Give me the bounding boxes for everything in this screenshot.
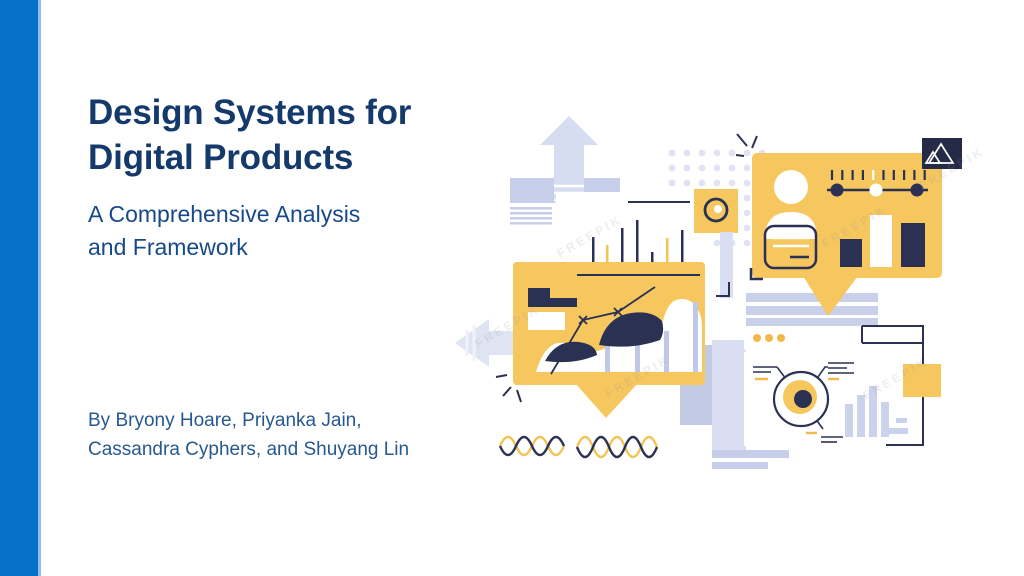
eye-target-icon [772, 370, 830, 428]
accent-bar-edge [38, 0, 41, 576]
accent-bar [0, 0, 38, 576]
byline-line-2: Cassandra Cyphers, and Shuyang Lin [88, 439, 410, 460]
bubble-corner-bracket [749, 268, 763, 281]
speech-bubble-profile [749, 153, 942, 316]
donut-badge-icon [694, 189, 738, 233]
corner-bracket [716, 282, 730, 297]
slider-ticks [830, 170, 926, 180]
triangle-logo-badge [922, 138, 962, 169]
mini-bar-chart [845, 386, 908, 437]
byline: By Bryony Hoare, Priyanka Jain, Cassandr… [88, 406, 508, 464]
subtitle-line-2: and Framework [88, 234, 248, 260]
title-line-1: Design Systems for [88, 93, 412, 132]
panel-bars [605, 302, 698, 372]
subtitle-line-1: A Comprehensive Analysis [88, 201, 361, 227]
trend-line-chart [550, 286, 656, 375]
sparkle-marks-top [735, 133, 758, 157]
page-title: Design Systems for Digital Products [88, 90, 488, 180]
thin-bar-chart [556, 192, 708, 266]
browser-window-bar [744, 326, 882, 351]
sparkle-marks-bottom [495, 374, 522, 403]
eye-target-card [744, 352, 908, 446]
sine-wave-strands [498, 435, 659, 459]
hero-illustration: FREEPIK FREEPIK FREEPIK FREEPIK FREEPIK … [455, 116, 987, 469]
column-bar-chart [840, 215, 925, 267]
slider-control [827, 183, 928, 197]
title-line-2: Digital Products [88, 138, 354, 177]
id-card-icon [763, 224, 818, 270]
speech-bubble-trend-chart [513, 262, 705, 418]
subtitle: A Comprehensive Analysis and Framework [88, 198, 488, 264]
byline-line-1: By Bryony Hoare, Priyanka Jain, [88, 410, 362, 431]
leaf-shapes [545, 312, 664, 363]
yellow-square [903, 364, 941, 397]
